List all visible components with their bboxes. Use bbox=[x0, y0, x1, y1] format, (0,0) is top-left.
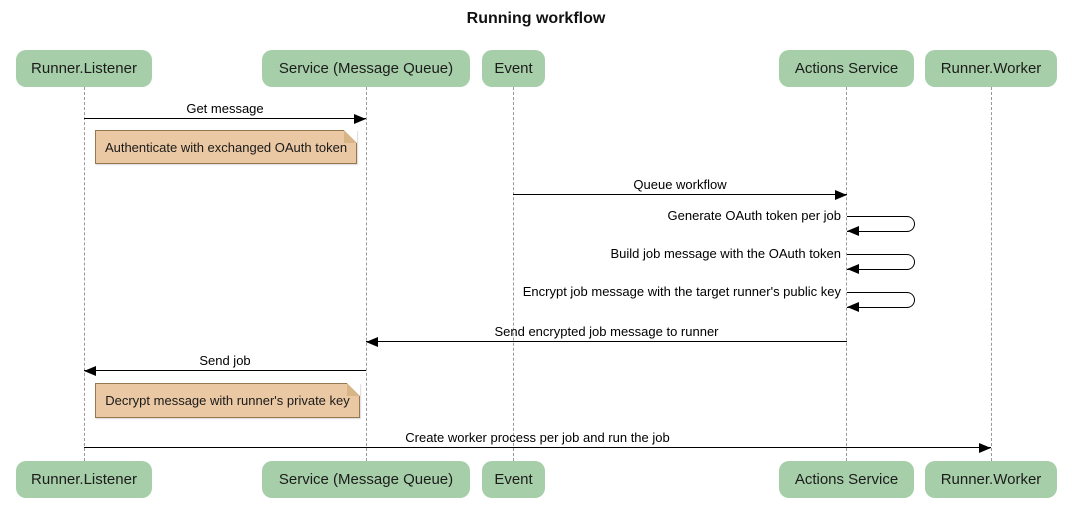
actor-bottom-service-message-queue: Service (Message Queue) bbox=[262, 461, 470, 498]
actor-bottom-actions-service: Actions Service bbox=[779, 461, 914, 498]
arrowhead-right-icon bbox=[979, 443, 991, 453]
actor-label: Event bbox=[494, 60, 533, 77]
lifeline-actions-service bbox=[846, 87, 847, 461]
actor-bottom-event: Event bbox=[482, 461, 545, 498]
actor-label: Service (Message Queue) bbox=[278, 60, 454, 77]
arrowhead-left-icon bbox=[847, 302, 859, 312]
message-selfloop-build-job-message bbox=[847, 254, 915, 274]
lifeline-service-message-queue bbox=[366, 87, 367, 461]
message-label-queue-workflow: Queue workflow bbox=[633, 177, 727, 192]
message-arrow-get-message bbox=[84, 114, 366, 124]
arrowhead-left-icon bbox=[847, 226, 859, 236]
note-fold-icon bbox=[344, 130, 357, 143]
message-label-send-encrypted-job-message: Send encrypted job message to runner bbox=[494, 324, 719, 339]
note-decrypt: Decrypt message with runner's private ke… bbox=[95, 383, 360, 418]
note-label: Authenticate with exchanged OAuth token bbox=[104, 139, 348, 155]
arrowhead-right-icon bbox=[354, 114, 366, 124]
actor-label: Actions Service bbox=[794, 60, 899, 77]
message-arrow-create-worker-process bbox=[84, 443, 991, 453]
actor-bottom-runner-worker: Runner.Worker bbox=[925, 461, 1057, 498]
message-label-build-job-message: Build job message with the OAuth token bbox=[610, 246, 841, 261]
message-label-get-message: Get message bbox=[186, 101, 264, 116]
note-fold-icon bbox=[347, 383, 360, 396]
actor-label: Runner.Worker bbox=[940, 471, 1042, 488]
actor-top-runner-worker: Runner.Worker bbox=[925, 50, 1057, 87]
lifeline-runner-listener bbox=[84, 87, 85, 461]
message-label-create-worker-process: Create worker process per job and run th… bbox=[405, 430, 670, 445]
message-selfloop-encrypt-job-message bbox=[847, 292, 915, 312]
actor-label: Runner.Worker bbox=[940, 60, 1042, 77]
actor-label: Event bbox=[494, 471, 533, 488]
arrowhead-left-icon bbox=[84, 366, 96, 376]
actor-top-event: Event bbox=[482, 50, 545, 87]
actor-label: Actions Service bbox=[794, 471, 899, 488]
actor-top-service-message-queue: Service (Message Queue) bbox=[262, 50, 470, 87]
message-selfloop-generate-oauth-token bbox=[847, 216, 915, 236]
lifeline-runner-worker bbox=[991, 87, 992, 461]
diagram-title: Running workflow bbox=[466, 10, 606, 27]
message-arrow-send-encrypted-job-message bbox=[366, 337, 847, 347]
arrowhead-left-icon bbox=[847, 264, 859, 274]
message-label-encrypt-job-message: Encrypt job message with the target runn… bbox=[522, 284, 841, 299]
actor-label: Runner.Listener bbox=[31, 60, 137, 77]
actor-bottom-runner-listener: Runner.Listener bbox=[16, 461, 152, 498]
message-arrow-send-job bbox=[84, 366, 366, 376]
actor-label: Service (Message Queue) bbox=[278, 471, 454, 488]
actor-label: Runner.Listener bbox=[31, 471, 137, 488]
note-authenticate: Authenticate with exchanged OAuth token bbox=[95, 130, 357, 164]
message-label-generate-oauth-token: Generate OAuth token per job bbox=[667, 208, 841, 223]
note-label: Decrypt message with runner's private ke… bbox=[105, 393, 350, 408]
arrowhead-right-icon bbox=[835, 190, 847, 200]
actor-top-runner-listener: Runner.Listener bbox=[16, 50, 152, 87]
arrowhead-left-icon bbox=[366, 337, 378, 347]
message-label-send-job: Send job bbox=[199, 353, 251, 368]
lifeline-event bbox=[513, 87, 514, 461]
actor-top-actions-service: Actions Service bbox=[779, 50, 914, 87]
message-arrow-queue-workflow bbox=[513, 190, 847, 200]
